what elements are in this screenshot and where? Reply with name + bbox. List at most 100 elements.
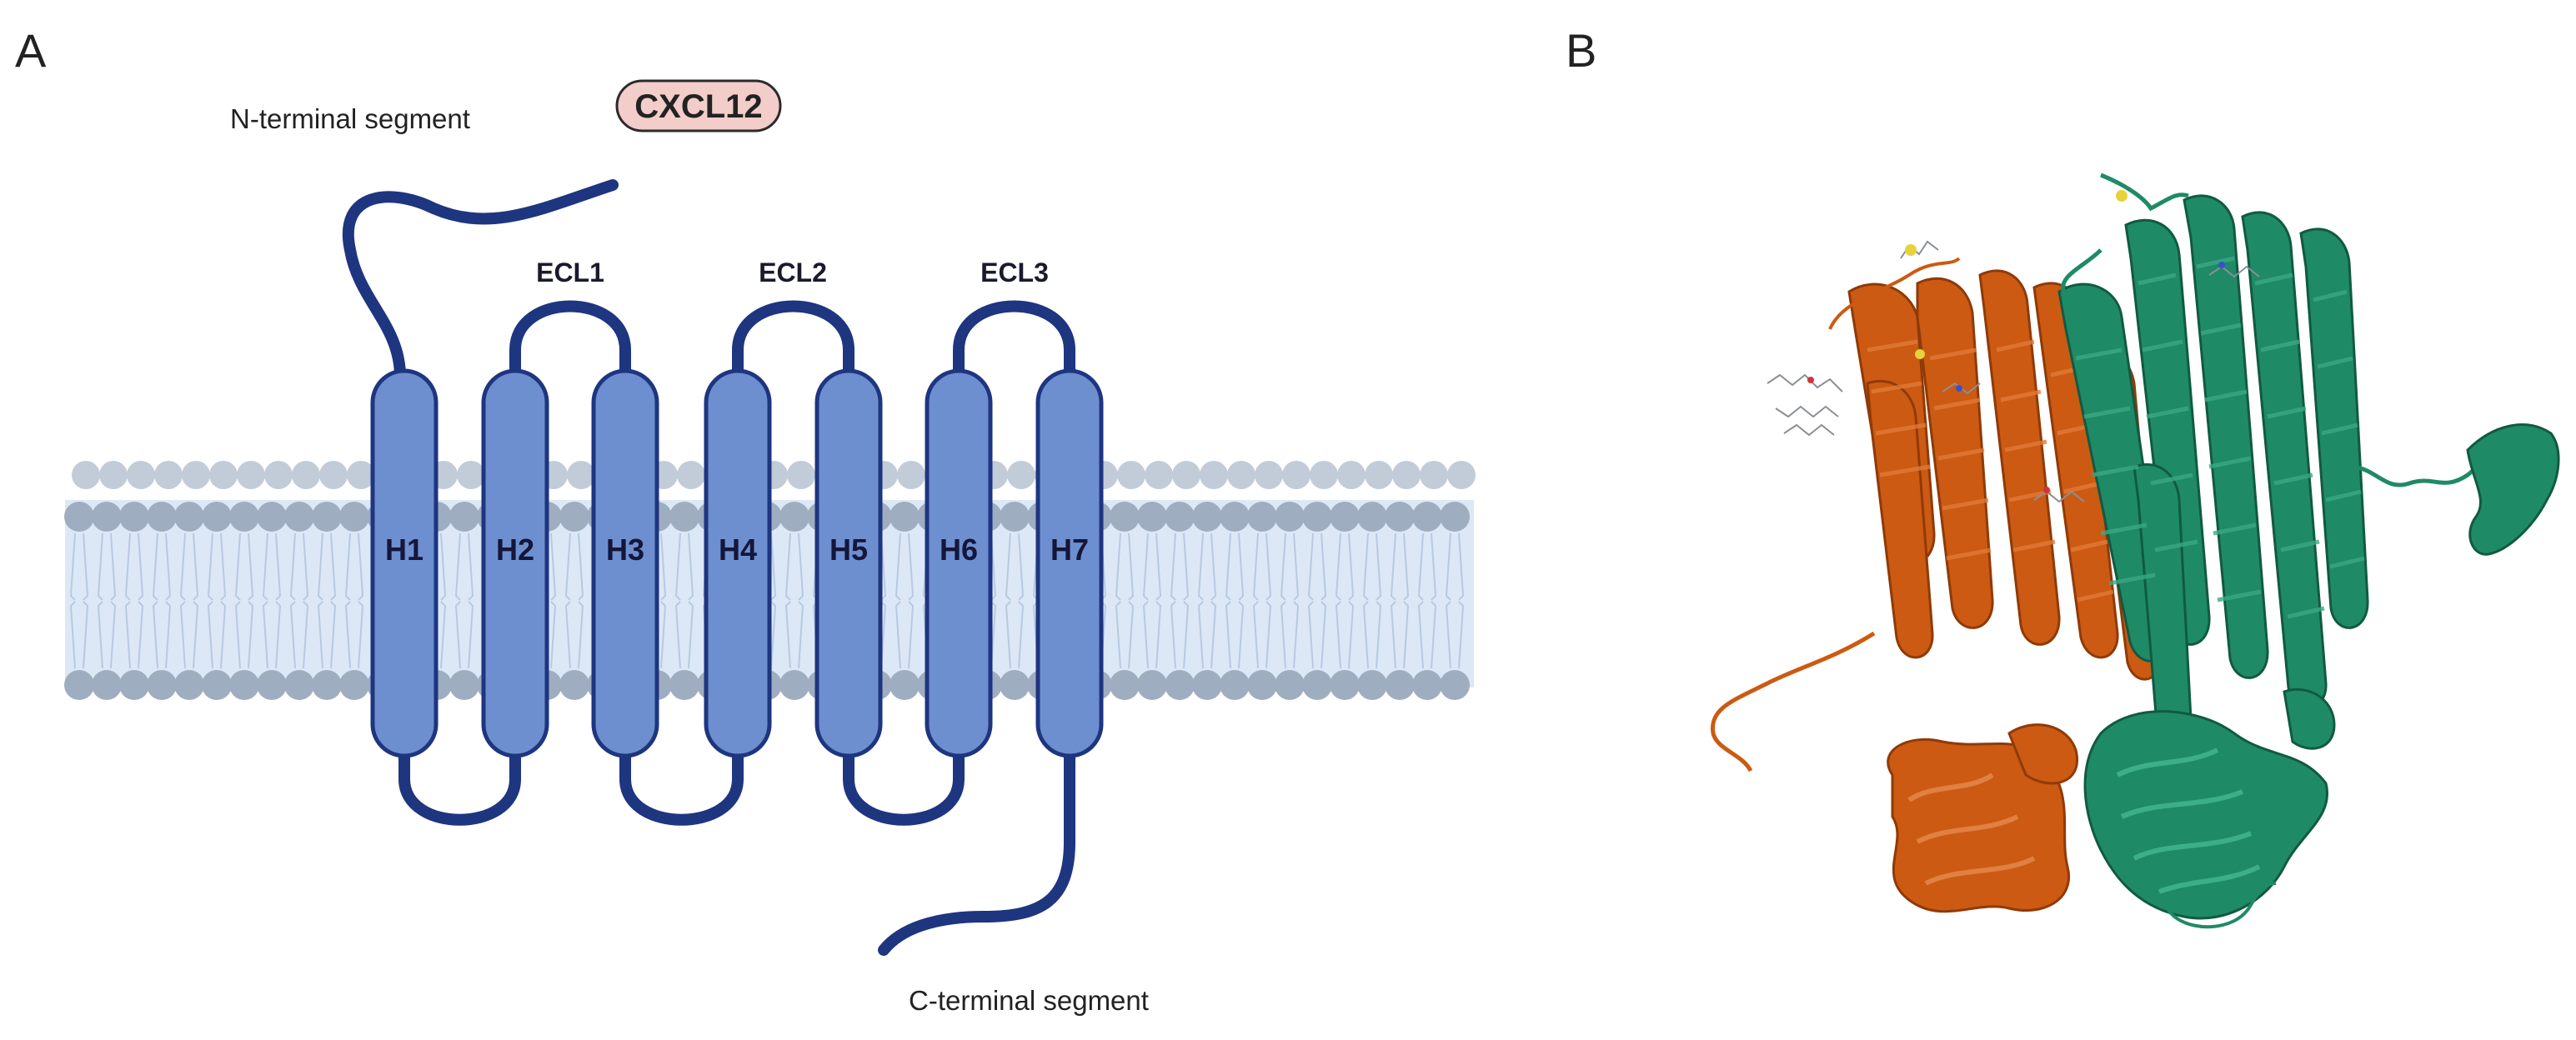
lipid-head [449,502,479,532]
lipid-head [449,670,479,700]
lipid-head [1365,461,1393,489]
lipid-head [1220,670,1250,700]
lipid-tail [1362,601,1382,669]
lipid-tail [1005,601,1025,669]
orange-lower-domain [1887,723,2079,913]
lipid-head [147,502,177,532]
lipid-head [312,670,342,700]
lipid-head [147,670,177,700]
lipid-tail [1225,532,1245,601]
ecl3-label: ECL3 [980,258,1049,288]
membrane-top-back-heads [72,461,1476,489]
helix-cylinder [925,368,993,758]
lipid-tail [1197,601,1217,669]
n-terminal-tail [342,179,619,382]
lipid-head [1137,502,1167,532]
orange-loop-top [1828,257,1961,330]
lipid-tail [454,532,474,601]
lipid-tail [1335,601,1355,669]
lipid-head [787,461,815,489]
c-terminal-label: C-terminal segment [909,985,1149,1016]
lipid-head [339,670,369,700]
helix-cylinder [370,368,439,758]
helix-label: H6 [940,532,978,567]
lipid-tail [1445,532,1465,601]
lipid-head [92,502,122,532]
lipid-head [897,461,925,489]
lipid-tail [1142,601,1162,669]
lipid-head [1247,670,1277,700]
lipid-tail [895,532,915,601]
lipid-head [1357,502,1387,532]
lipid-head [1357,670,1387,700]
lipid-tail [262,601,282,669]
helix-cylinder [1035,368,1104,758]
lipid-tail [289,532,309,601]
lipid-tail [674,532,694,601]
lipid-head [1412,670,1442,700]
lipid-head [669,502,699,532]
lipid-tail [454,601,474,669]
lipid-head [1330,502,1360,532]
lipid-tail [1417,532,1437,601]
helix-h4: H4 [704,368,772,758]
lipid-head [669,670,699,700]
lipid-tail [1280,532,1300,601]
lipid-head [64,502,94,532]
lipid-tail [207,601,227,669]
panel-b-letter: B [1566,24,1596,77]
helix-label: H2 [496,532,534,567]
lipid-tail [344,601,364,669]
lipid-head [1192,502,1222,532]
lipid-head [457,461,485,489]
lipid-tail [124,532,144,601]
lipid-head [339,502,369,532]
lipid-tail [1252,532,1272,601]
lipid-tail [1115,601,1135,669]
lipid-head [1310,461,1338,489]
lipid-head [1000,670,1030,700]
helix-h5: H5 [814,368,883,758]
lipid-head [312,502,342,532]
lipid-tail [317,532,337,601]
lipid-head [1117,461,1145,489]
lipid-tail [1115,532,1135,601]
lipid-tail [69,601,89,669]
lipid-head [209,461,238,489]
lipid-head [1282,461,1311,489]
lipid-head [559,670,589,700]
lipid-tail [179,532,199,601]
panel-b: B [1566,24,2560,929]
lipid-tail [1005,532,1025,601]
lipid-head [1145,461,1173,489]
ecl1-loop [509,300,631,381]
orange-helix-stripes [1867,339,2114,602]
icl3-loop [843,744,965,826]
lipid-tail [207,532,227,601]
helix-h6: H6 [925,368,993,758]
green-side-domain [2348,423,2560,556]
lipid-head [1275,670,1305,700]
lipid-tail [1280,601,1300,669]
helix-h1: H1 [370,368,439,758]
lipid-head [1247,502,1277,532]
helix-h7: H7 [1035,368,1104,758]
lipid-tail [1417,601,1437,669]
lipid-head [284,670,314,700]
lipid-head [1110,670,1140,700]
lipid-head [1302,670,1332,700]
lipid-tail [895,601,915,669]
lipid-head [1165,502,1195,532]
lipid-tail [69,532,89,601]
lipid-tail [152,601,172,669]
lipid-head [174,502,204,532]
lipid-tail [97,532,117,601]
n-terminal-label: N-terminal segment [230,103,470,134]
lipid-head [347,461,375,489]
lipid-head [119,670,149,700]
lipid-tail [1390,601,1410,669]
helix-cylinder [481,368,549,758]
lipid-head [229,670,259,700]
lipid-head [567,461,595,489]
